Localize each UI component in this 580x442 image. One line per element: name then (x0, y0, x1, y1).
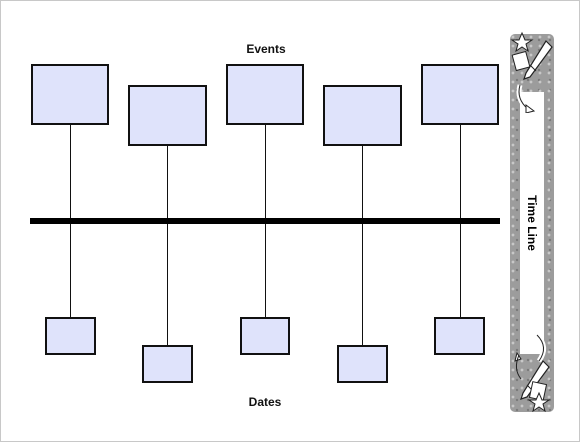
event-box-5 (421, 64, 499, 125)
events-heading: Events (246, 42, 286, 56)
event-box-3 (226, 64, 304, 125)
date-box-3 (240, 317, 290, 355)
date-box-1 (45, 317, 96, 355)
event-box-2 (128, 85, 207, 146)
pencil-star-icon (514, 333, 551, 413)
side-banner-panel (520, 92, 544, 354)
date-box-2 (142, 345, 193, 383)
event-box-1 (31, 64, 109, 125)
side-title: Time Line (525, 195, 539, 251)
date-box-5 (434, 317, 485, 355)
timeline-axis (30, 218, 500, 224)
date-box-4 (337, 345, 388, 383)
event-box-4 (323, 85, 402, 146)
connector-line-2 (167, 146, 168, 345)
pencil-star-icon (510, 31, 553, 113)
dates-heading: Dates (248, 395, 282, 409)
connector-line-4 (362, 146, 363, 345)
